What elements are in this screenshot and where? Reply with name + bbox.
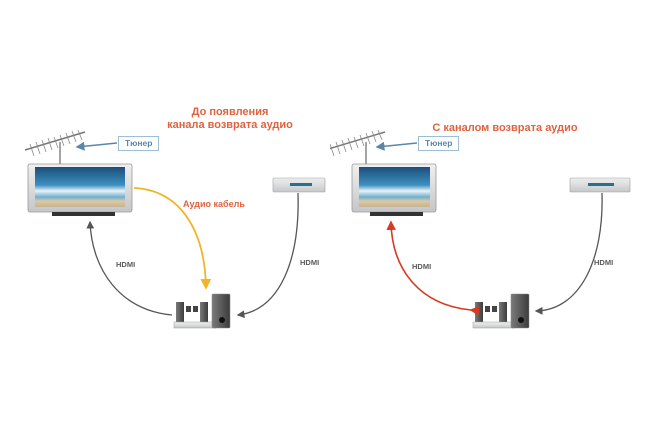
panel-before-arc: До появления канала возврата аудио Тюнер… xyxy=(24,106,326,329)
diagram-lines-left xyxy=(24,129,326,329)
tv-icon xyxy=(27,163,133,216)
title-line-2: канала возврата аудио xyxy=(167,119,293,131)
hdmi-label-right: HDMI xyxy=(594,258,614,267)
tuner-arrow xyxy=(375,141,418,151)
home-theater-icon xyxy=(472,293,530,329)
panel-title-before: До появления канала возврата аудио xyxy=(160,106,300,132)
tuner-arrow xyxy=(75,141,118,151)
home-theater-icon xyxy=(173,293,231,329)
tuner-label: Тюнер xyxy=(418,136,460,151)
audio-cable-label: Аудио кабель xyxy=(183,199,245,209)
hdmi-label-left: HDMI xyxy=(116,260,136,269)
antenna-icon xyxy=(24,129,86,164)
dvd-player-icon xyxy=(569,177,631,193)
panel-with-arc: С каналом возврата аудио Тюнер HDMI HDMI xyxy=(330,0,660,440)
tuner-label: Тюнер xyxy=(118,136,160,151)
hdmi-label-left: HDMI xyxy=(412,262,432,271)
diagram-lines-right xyxy=(330,129,631,329)
antenna-icon xyxy=(330,129,386,164)
tv-icon xyxy=(351,163,437,216)
dvd-player-icon xyxy=(272,177,326,193)
hdmi-label-right: HDMI xyxy=(300,258,320,267)
title-line-1: До появления xyxy=(191,106,269,118)
panel-title-after: С каналом возврата аудио xyxy=(432,122,578,134)
hdmi-arc-cable xyxy=(386,220,480,316)
hdmi-cable-left xyxy=(86,220,173,316)
audio-cable xyxy=(133,187,212,290)
hdmi-cable-right xyxy=(534,192,603,315)
hdmi-cable-right xyxy=(236,192,299,319)
